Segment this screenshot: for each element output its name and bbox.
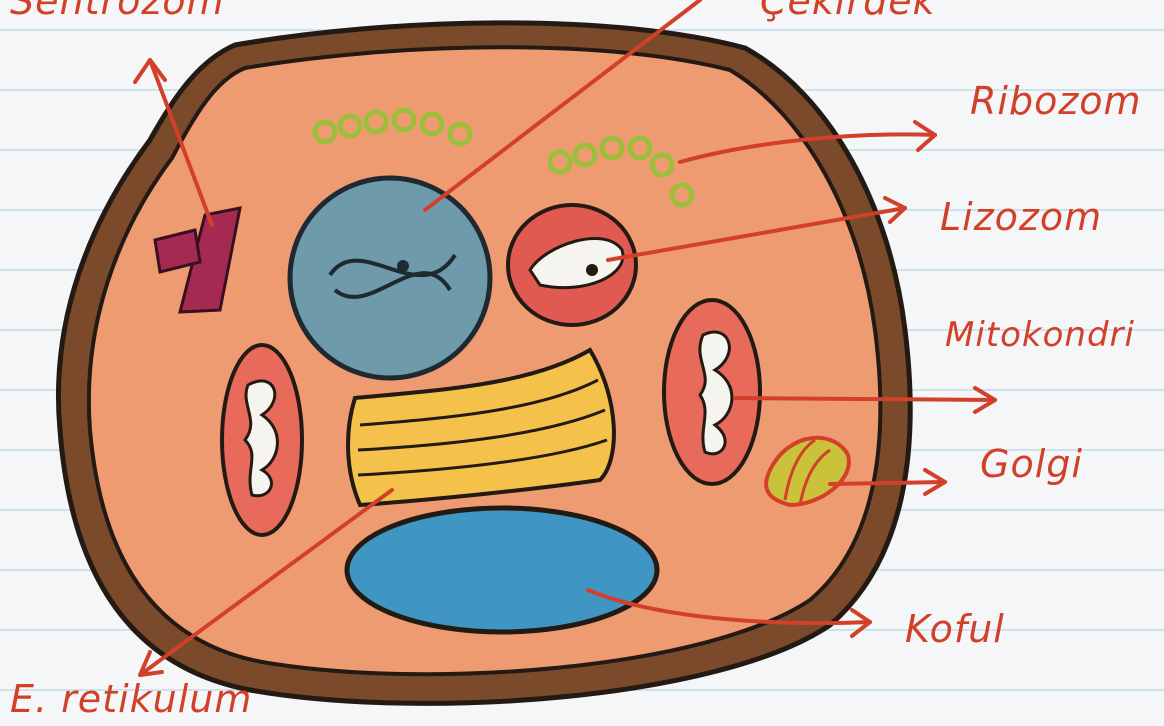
label-ribozom: Ribozom	[970, 82, 1142, 120]
label-cekirdek: Çekirdek	[760, 0, 936, 20]
mitochondrion-left	[222, 345, 302, 535]
lysosome	[508, 205, 636, 325]
label-mitokondri: Mitokondri	[945, 318, 1135, 352]
label-sentrozom: Sentrozom	[10, 0, 225, 20]
label-koful: Koful	[905, 610, 1005, 648]
vacuole	[347, 508, 657, 632]
nucleus	[290, 178, 490, 378]
mitochondrion-right	[664, 300, 760, 484]
label-golgi: Golgi	[980, 445, 1083, 483]
label-e-retikulum: E. retikulum	[10, 680, 252, 718]
label-lizozom: Lizozom	[940, 198, 1102, 236]
